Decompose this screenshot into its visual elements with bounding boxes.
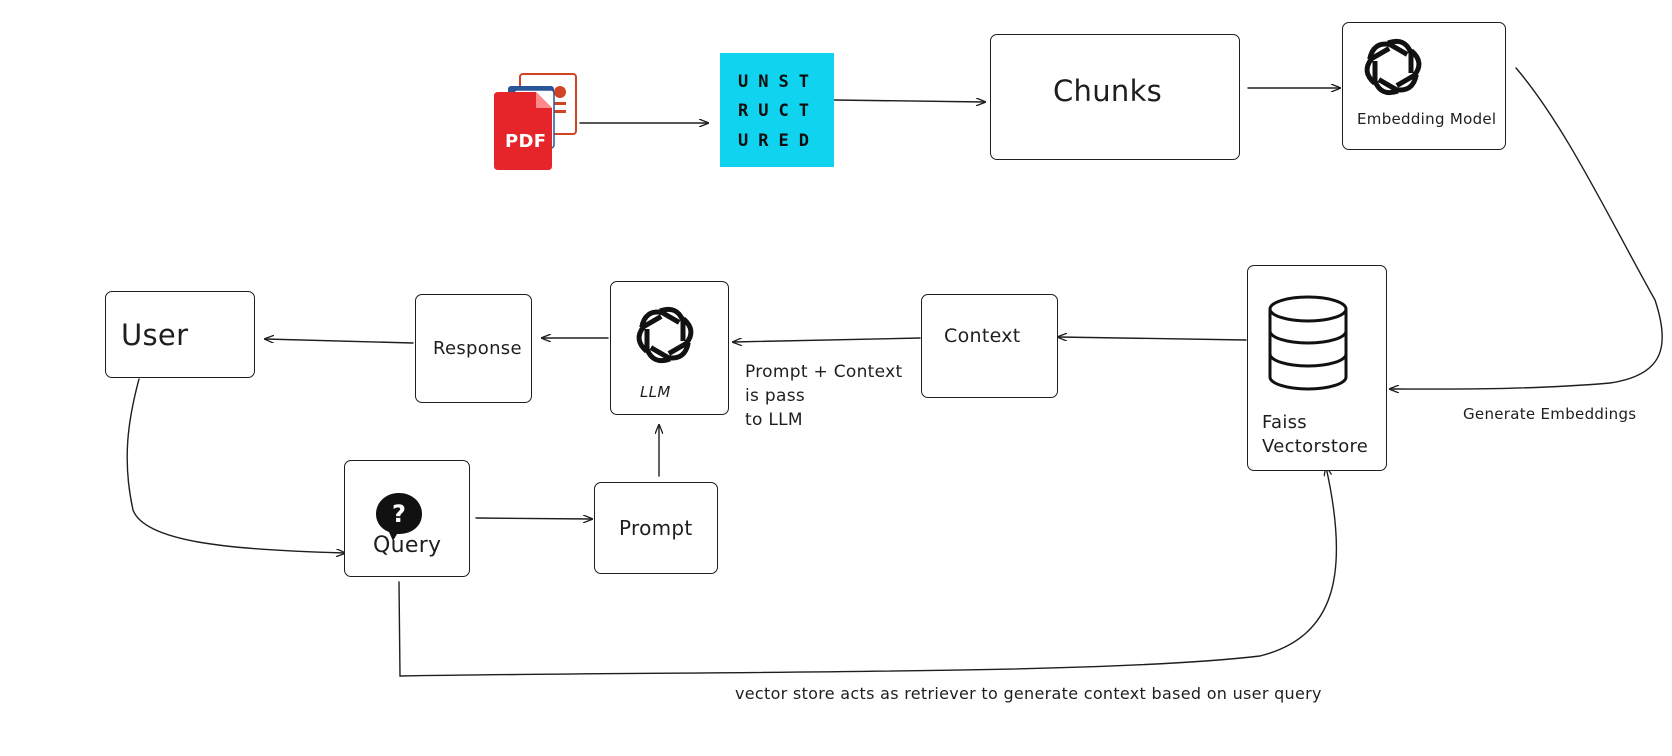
arrow-response-to-user xyxy=(265,339,414,344)
arrow-unstructured-to-chunks xyxy=(833,100,985,102)
unstructured-line-3: URED xyxy=(738,131,819,151)
llm-label: LLM xyxy=(640,383,671,401)
unstructured-logo: UNST RUCT URED xyxy=(720,53,834,167)
arrow-embedding-to-faiss xyxy=(1390,67,1663,389)
prompt-context-note-line-1: Prompt + Context xyxy=(745,362,903,382)
response-node xyxy=(415,294,532,403)
unstructured-line-2: RUCT xyxy=(738,101,819,121)
generate-embeddings-label: Generate Embeddings xyxy=(1463,405,1637,423)
context-node xyxy=(921,294,1058,398)
svg-text:?: ? xyxy=(392,500,406,528)
prompt-context-note-line-3: to LLM xyxy=(745,410,803,430)
context-label: Context xyxy=(944,325,1021,347)
question-bubble-icon: ? xyxy=(376,493,422,541)
query-label: Query xyxy=(373,533,442,558)
user-label: User xyxy=(121,318,189,352)
user-node xyxy=(105,291,255,378)
arrow-query-to-prompt xyxy=(475,518,592,519)
embedding-model-label: Embedding Model xyxy=(1357,110,1497,128)
arrow-faiss-to-context xyxy=(1058,337,1247,340)
arrow-context-to-llm xyxy=(733,337,921,342)
pdf-badge-label: PDF xyxy=(505,131,547,152)
openai-logo-icon xyxy=(1364,38,1422,96)
llm-node xyxy=(610,281,729,415)
unstructured-line-1: UNST xyxy=(738,72,819,92)
faiss-label-line-1: Faiss xyxy=(1262,412,1307,433)
response-label: Response xyxy=(433,338,522,359)
embedding-model-node xyxy=(1342,22,1506,150)
prompt-context-note-line-2: is pass xyxy=(745,386,806,406)
prompt-node xyxy=(594,482,718,574)
retriever-note: vector store acts as retriever to genera… xyxy=(735,684,1322,703)
openai-logo-icon xyxy=(636,306,694,364)
chunks-node xyxy=(990,34,1240,160)
database-icon xyxy=(1268,295,1348,391)
faiss-label-line-2: Vectorstore xyxy=(1262,436,1369,457)
documents-stack-icon xyxy=(494,73,577,170)
arrow-user-to-query xyxy=(126,378,345,553)
chunks-label: Chunks xyxy=(1053,74,1163,108)
arrow-query-to-faiss xyxy=(398,467,1338,677)
prompt-label: Prompt xyxy=(619,516,693,540)
